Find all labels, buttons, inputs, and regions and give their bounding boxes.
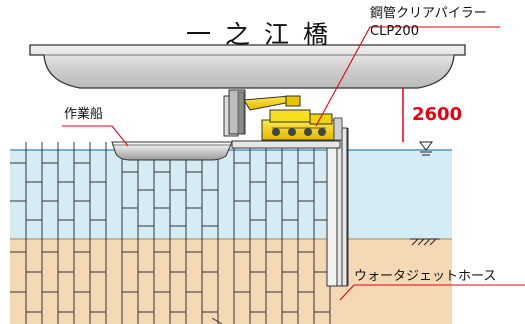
water-layer <box>10 150 452 239</box>
dimension-label: 2600 <box>412 104 463 125</box>
ground-hatch-icon <box>410 238 440 246</box>
leader-lines <box>62 26 525 301</box>
steel-pipe-pile <box>326 127 349 287</box>
work-boat-label: 作業船 <box>64 107 104 122</box>
pile-driving-machine <box>223 89 343 141</box>
soil-layer <box>10 239 452 324</box>
bridge-name-label: 一之江橋 <box>186 20 343 49</box>
water-jet-hose-label: ウォータジェットホース <box>354 269 497 284</box>
water-level-icon <box>419 141 433 156</box>
sheet-pile-wall <box>25 142 331 324</box>
work-boat <box>111 141 233 161</box>
bridge-deck <box>29 44 466 89</box>
work-platform <box>231 140 341 149</box>
machine-name-label: 鋼管クリアパイラー <box>370 6 487 21</box>
machine-model-label: CLP200 <box>370 24 419 39</box>
